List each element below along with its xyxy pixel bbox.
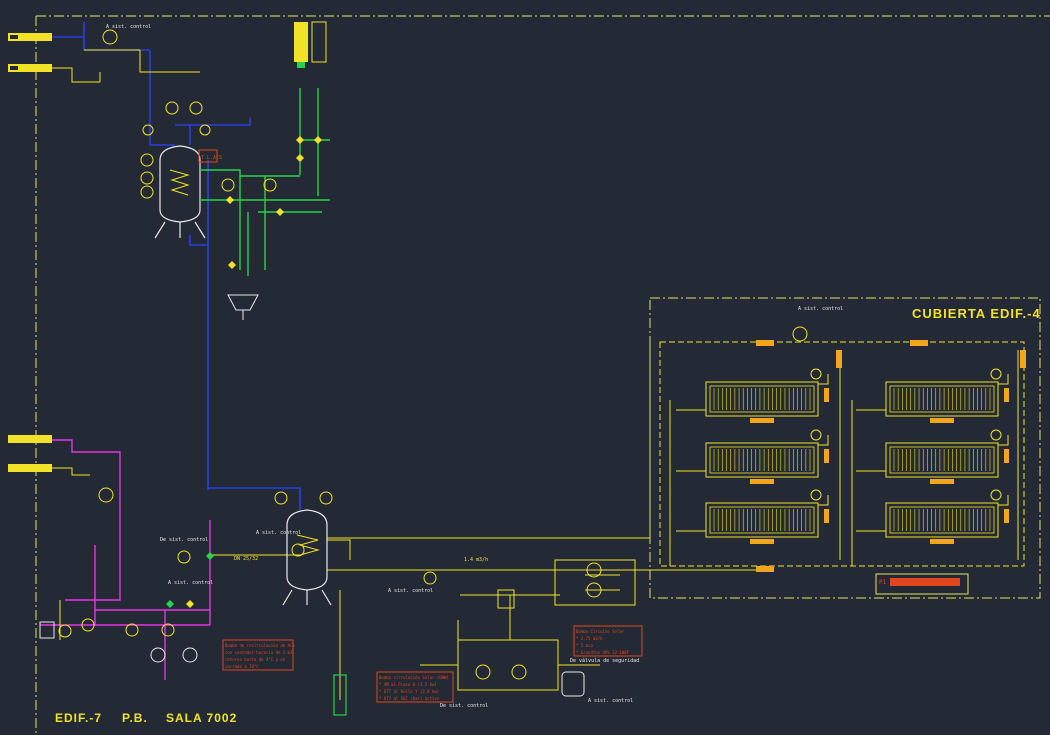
note-text-circulation: Bomba circulación Solar (DHW) * 4M al Pc…: [379, 675, 449, 701]
inlet-tag-2: [8, 64, 52, 72]
building-label: EDIF.-7: [55, 711, 102, 725]
note-recirc-line-1: Bomba de recirculación de ACS: [225, 643, 295, 648]
drain-funnel: [227, 294, 259, 320]
safety-note: De válvula de seguridad: [570, 657, 639, 664]
note-recirc-line-3: retorno hasta de 4°C y en: [225, 657, 286, 662]
legend-swatch: [875, 573, 969, 595]
note-recirc-line-4: cerrado a 70°C: [225, 664, 259, 669]
rooftop-area: [649, 297, 1041, 599]
tank-tag-1: [198, 149, 218, 163]
rooftop-control-note: A sist. control: [798, 306, 843, 312]
recirculation-system: [8, 435, 300, 680]
legend-tag-label: P1: [879, 579, 887, 586]
solar-collector: [676, 429, 829, 484]
collector-array: [669, 350, 1019, 566]
note-text-recirculation: Bomba de recirculación de ACS con contad…: [225, 643, 295, 669]
control-note-1: A sist. control: [106, 24, 151, 30]
sheet-border: [35, 15, 1050, 735]
note-solar-line-3: * 5 mca: [576, 643, 593, 648]
control-note-4: A sist. control: [388, 588, 433, 594]
solar-collector: [856, 489, 1009, 544]
expansion-vessel: [561, 671, 585, 697]
control-note-2: A sist. control: [168, 580, 213, 586]
control-short-1: De sist. control: [160, 537, 208, 543]
upper-system: [8, 21, 330, 510]
meter-stack: [294, 21, 327, 68]
note-solar-line-2: * 2.75 m3/h: [576, 636, 603, 641]
note-circ-line-3: * QT7 al Rollo Y (2.8 kw): [379, 689, 439, 694]
note-solar-line-4: * Grundfos UPS 32-100F: [576, 650, 630, 655]
note-circ-line-4: * QT7 al SEC (bar) activo: [379, 696, 440, 701]
flow-label: 1.4 m3/h: [464, 557, 488, 563]
note-text-solar-pump: Bomba Circuito Solar * 2.75 m3/h * 5 mca…: [576, 629, 630, 655]
note-box-solar-pump: [573, 625, 643, 657]
control-note-3: A sist. control: [256, 530, 301, 536]
dn-label: DN 25/32: [234, 556, 258, 562]
inlet-tag-1: [8, 33, 52, 41]
control-short-2: De sist. control: [440, 703, 488, 709]
note-circ-line-1: Bomba circulación Solar (DHW): [379, 675, 449, 680]
note-solar-line-1: Bomba Circuito Solar: [576, 629, 625, 634]
room-label: SALA 7002: [166, 711, 237, 725]
valve-cluster-top: [226, 136, 322, 269]
solar-collector: [856, 368, 1009, 423]
note-recirc-line-2: con contador horario de 1 m3: [225, 650, 293, 655]
note-box-recirculation: [222, 639, 294, 671]
solar-collector: [676, 489, 829, 544]
rooftop-title: CUBIERTA EDIF.-4: [912, 306, 1041, 321]
floor-label: P.B.: [122, 711, 148, 725]
accumulator-tank-1: [154, 145, 206, 239]
solar-pump-group: [376, 559, 643, 703]
solar-collector: [856, 429, 1009, 484]
control-note-5: A sist. control: [588, 698, 633, 704]
note-box-circulation: [376, 671, 454, 703]
tank-tag-label: T.L.ACS: [201, 155, 222, 161]
note-circ-line-2: * 4M al Pcaso X (3.2 kw): [379, 682, 437, 687]
solar-tank: [274, 340, 760, 716]
solar-collector: [676, 368, 829, 423]
